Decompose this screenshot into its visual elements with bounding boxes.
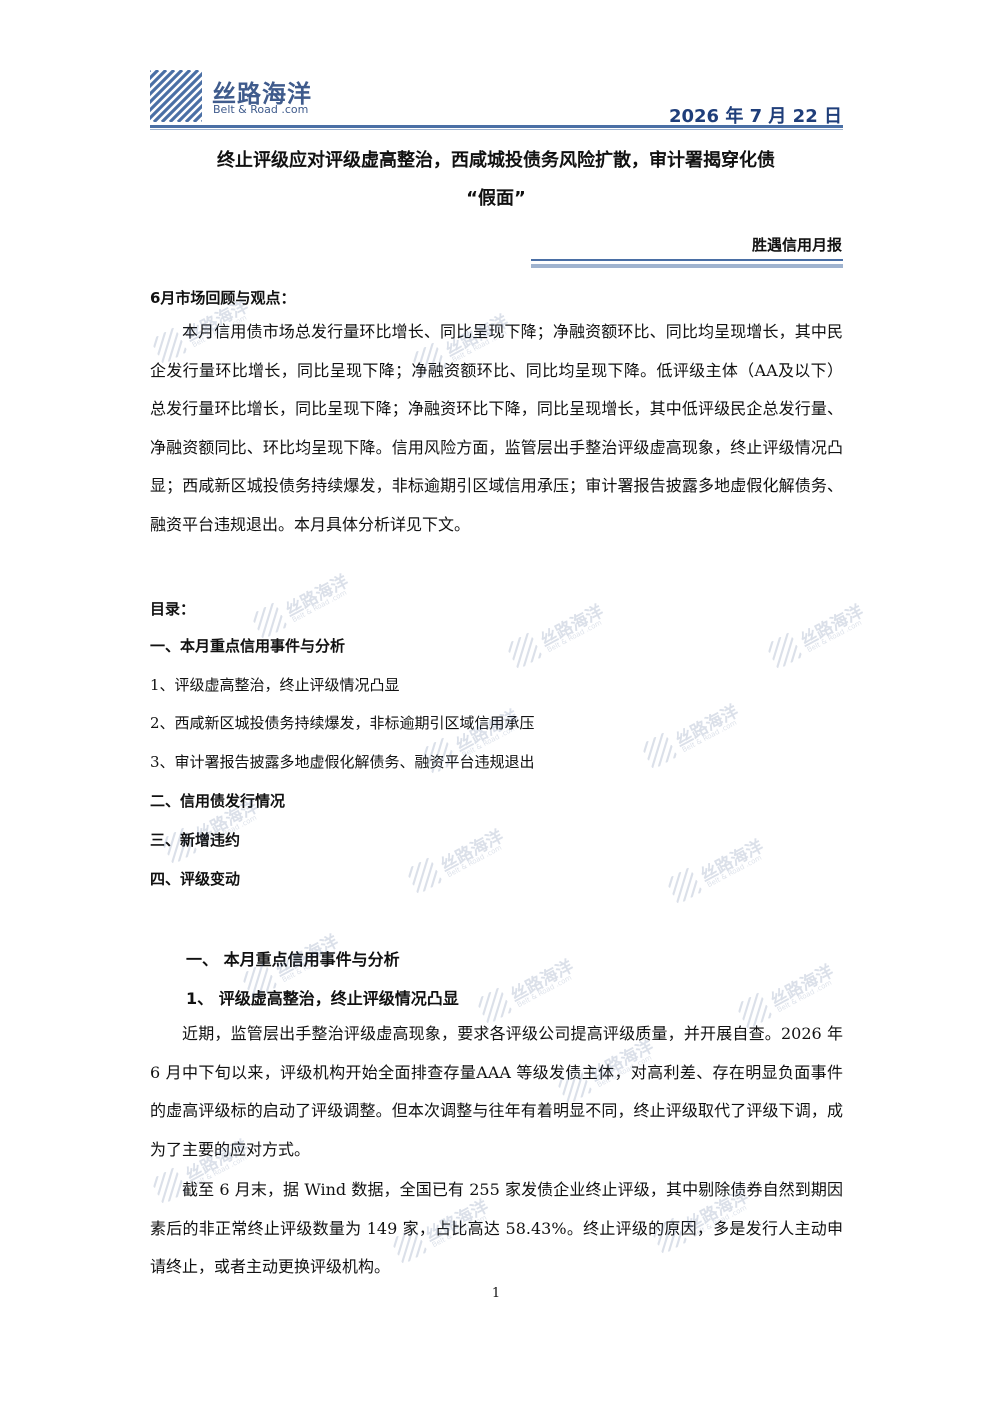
document-title-line-2: “假面” (466, 188, 526, 209)
header-date: 2026 年 7 月 22 日 (668, 106, 842, 127)
watermark-logo-icon (408, 857, 442, 894)
watermark-subtext: Belt & Road .com (290, 588, 349, 625)
report-name-rule (531, 259, 843, 261)
toc-item[interactable]: 3、审计署报告披露多地虚假化解债务、融资平台违规退出 (150, 753, 535, 771)
watermark-subtext: Belt & Road .com (775, 978, 834, 1015)
watermark-logo-icon (643, 732, 677, 769)
watermark-subtext: Belt & Road .com (680, 718, 739, 755)
watermark-text: 丝路海洋 (797, 601, 867, 652)
logo-text-en: Belt & Road .com (213, 103, 309, 116)
header-rule-thin (150, 129, 843, 130)
logo-text-cn: 丝路海洋 (212, 80, 312, 108)
report-name-rule-thick (531, 264, 843, 268)
watermark-text: 丝路海洋 (437, 826, 507, 877)
watermark-logo-icon (768, 632, 802, 669)
watermark-subtext: Belt & Road .com (805, 618, 864, 655)
striped-square-logo-icon (150, 70, 202, 122)
watermark-subtext: Belt & Road .com (705, 853, 764, 890)
watermark-subtext: Belt & Road .com (545, 618, 604, 655)
intro-heading: 6月市场回顾与观点： (150, 289, 296, 307)
toc-heading: 目录： (150, 600, 196, 618)
watermark-text: 丝路海洋 (767, 961, 837, 1012)
watermark-logo-icon (668, 867, 702, 904)
watermark-text: 丝路海洋 (507, 956, 577, 1007)
watermark-text: 丝路海洋 (537, 601, 607, 652)
toc-item[interactable]: 2、西咸新区城投债务持续爆发，非标逾期引区域信用承压 (150, 714, 535, 732)
toc-item[interactable]: 1、评级虚高整治，终止评级情况凸显 (150, 676, 400, 694)
section-heading: 一、 本月重点信用事件与分析 (186, 950, 400, 969)
header-rule (150, 125, 843, 128)
toc-item[interactable]: 四、评级变动 (150, 870, 241, 888)
watermark-subtext: Belt & Road .com (445, 843, 504, 880)
report-name: 胜遇信用月报 (751, 236, 842, 254)
body-paragraph: 近期，监管层出手整治评级虚高现象，要求各评级公司提高评级质量，并开展自查。202… (150, 1024, 843, 1159)
intro-paragraph: 本月信用债市场总发行量环比增长、同比呈现下降；净融资额环比、同比均呈现增长，其中… (150, 322, 843, 534)
toc-item[interactable]: 一、本月重点信用事件与分析 (150, 637, 346, 655)
watermark-logo-icon (508, 632, 542, 669)
body-paragraph: 截至 6 月末，据 Wind 数据，全国已有 255 家发债企业终止评级，其中剔… (150, 1180, 843, 1277)
document-title-line-1: 终止评级应对评级虚高整治，西咸城投债务风险扩散，审计署揭穿化债 (217, 150, 775, 171)
toc-item[interactable]: 三、新增违约 (150, 831, 241, 849)
watermark-subtext: Belt & Road .com (515, 973, 574, 1010)
brand-logo: 丝路海洋 Belt & Road .com (150, 70, 350, 126)
watermark-text: 丝路海洋 (282, 571, 352, 622)
subsection-heading: 1、 评级虚高整治，终止评级情况凸显 (186, 989, 459, 1008)
toc-item[interactable]: 二、信用债发行情况 (150, 792, 286, 810)
page-number: 1 (491, 1286, 501, 1301)
watermark-text: 丝路海洋 (672, 701, 742, 752)
watermark-text: 丝路海洋 (697, 836, 767, 887)
